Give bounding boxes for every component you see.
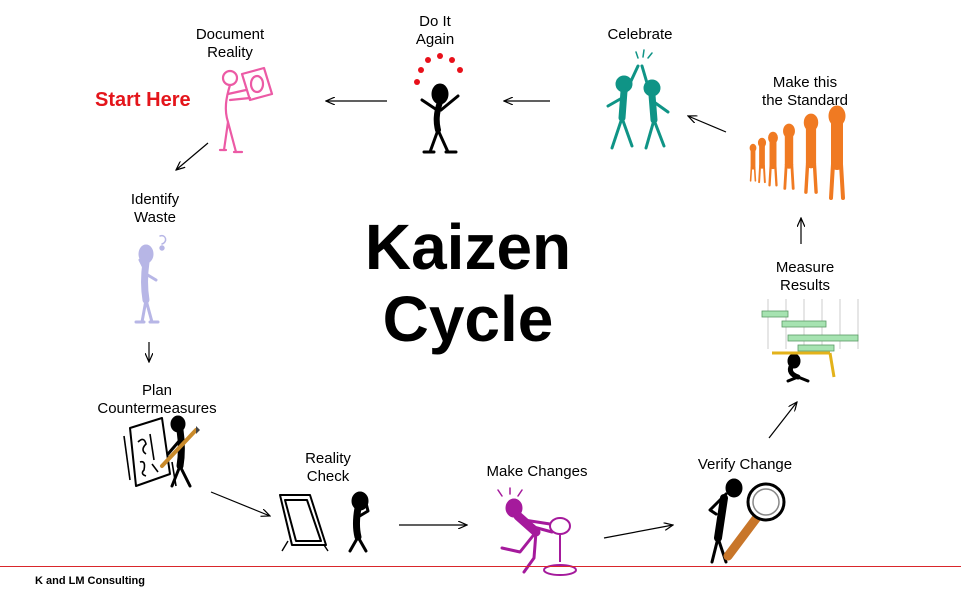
make-changes-figure-icon [497,487,577,576]
title-line-2: Cycle [382,283,554,355]
plan-countermeasures-figure-icon [123,415,200,488]
arrow-verify-to-measure [768,402,797,439]
arrow-plan-to-reality [210,491,270,516]
diagram-title: Kaizen Cycle [318,211,618,355]
arrow-standard-to-celebrate [688,116,727,133]
step-label-verify-change: Verify Change [697,456,793,473]
arrow-document-to-identify [176,142,209,170]
step-label-celebrate: Celebrate [607,26,673,43]
footer-credit: K and LM Consulting [35,575,145,587]
do-it-again-juggler-icon [414,53,463,154]
measure-results-chart-icon [761,299,859,383]
title-line-1: Kaizen [364,211,572,283]
footer-divider [0,566,961,567]
document-reality-figure-icon [218,66,274,154]
reality-check-mirror-icon [279,491,370,553]
start-here-label: Start Here [95,89,191,111]
verify-change-magnifier-icon [708,478,786,564]
arrow-changes-to-verify [603,525,673,539]
make-standard-figures-icon [749,105,846,200]
step-label-make-changes: Make Changes [486,463,588,480]
identify-waste-figure-icon [134,234,167,324]
celebrate-high-five-icon [606,49,670,150]
